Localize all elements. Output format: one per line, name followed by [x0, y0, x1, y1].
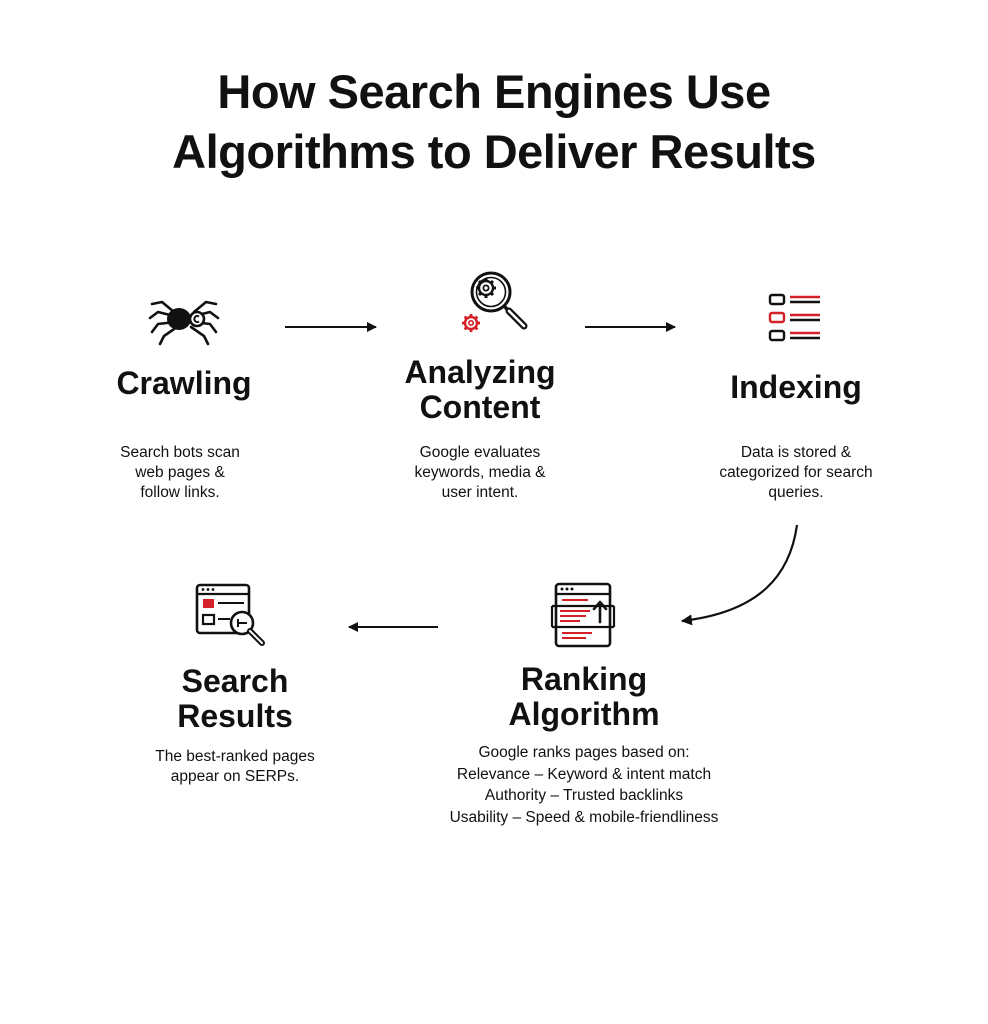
arrow-indexing-to-ranking	[680, 524, 799, 626]
step-analyzing-desc-line-2: keywords, media &	[414, 464, 546, 481]
step-analyzing-description: Google evaluates keywords, media & user …	[370, 443, 590, 503]
step-analyzing-desc-line-3: user intent.	[441, 484, 519, 501]
step-ranking-desc-line-4: Usability – Speed & mobile-friendliness	[449, 808, 719, 826]
step-ranking-heading: Ranking Algorithm	[464, 662, 704, 732]
step-results: Search Results	[135, 664, 335, 734]
step-analyzing: Analyzing Content	[370, 355, 590, 425]
step-ranking-desc-line-1: Google ranks pages based on:	[478, 744, 690, 761]
step-crawling-heading: Crawling	[84, 366, 284, 401]
magnifier-gears-icon	[462, 271, 528, 332]
step-indexing-desc-line-1: Data is stored &	[740, 444, 852, 461]
step-indexing-heading-line: Indexing	[730, 369, 862, 405]
step-ranking-heading-line-1: Ranking	[520, 661, 648, 697]
step-indexing-description: Data is stored & categorized for search …	[676, 443, 916, 503]
page-title-line-2: Algorithms to Deliver Results	[172, 125, 816, 178]
step-ranking-heading-line-2: Algorithm	[508, 696, 660, 732]
step-analyzing-heading: Analyzing Content	[370, 355, 590, 425]
step-analyzing-desc-line-1: Google evaluates	[419, 444, 541, 461]
page-title: How Search Engines Use Algorithms to Del…	[0, 62, 988, 182]
step-crawling-desc-line-2: web pages &	[135, 464, 225, 481]
step-crawling-desc-line-3: follow links.	[140, 484, 220, 501]
step-crawling-description: Search bots scan web pages & follow link…	[70, 443, 290, 503]
step-results-desc-line-2: appear on SERPs.	[170, 768, 300, 785]
checklist-icon	[768, 293, 820, 342]
step-results-heading: Search Results	[135, 664, 335, 734]
step-crawling-heading-line: Crawling	[116, 365, 252, 401]
step-results-heading-line-2: Results	[177, 698, 293, 734]
step-results-heading-line-1: Search	[181, 663, 289, 699]
step-ranking: Ranking Algorithm	[464, 662, 704, 732]
ranked-page-icon	[550, 582, 616, 648]
results-window-icon	[195, 583, 265, 646]
step-indexing: Indexing	[696, 370, 896, 405]
step-indexing-desc-line-2: categorized for search	[719, 464, 873, 481]
step-ranking-desc-line-2: Relevance – Keyword & intent match	[456, 765, 712, 783]
spider-icon	[148, 300, 220, 346]
step-indexing-desc-line-3: queries.	[768, 484, 824, 501]
step-analyzing-heading-line-1: Analyzing	[404, 354, 556, 390]
step-ranking-description: Google ranks pages based on: Relevance –…	[414, 742, 754, 828]
step-results-desc-line-1: The best-ranked pages	[155, 748, 315, 765]
step-crawling-desc-line-1: Search bots scan	[120, 444, 240, 461]
step-results-description: The best-ranked pages appear on SERPs.	[115, 747, 355, 787]
step-crawling: Crawling	[84, 366, 284, 401]
step-ranking-desc-line-3: Authority – Trusted backlinks	[484, 787, 684, 804]
step-indexing-heading: Indexing	[696, 370, 896, 405]
page-title-line-1: How Search Engines Use	[217, 65, 771, 118]
step-analyzing-heading-line-2: Content	[419, 389, 541, 425]
